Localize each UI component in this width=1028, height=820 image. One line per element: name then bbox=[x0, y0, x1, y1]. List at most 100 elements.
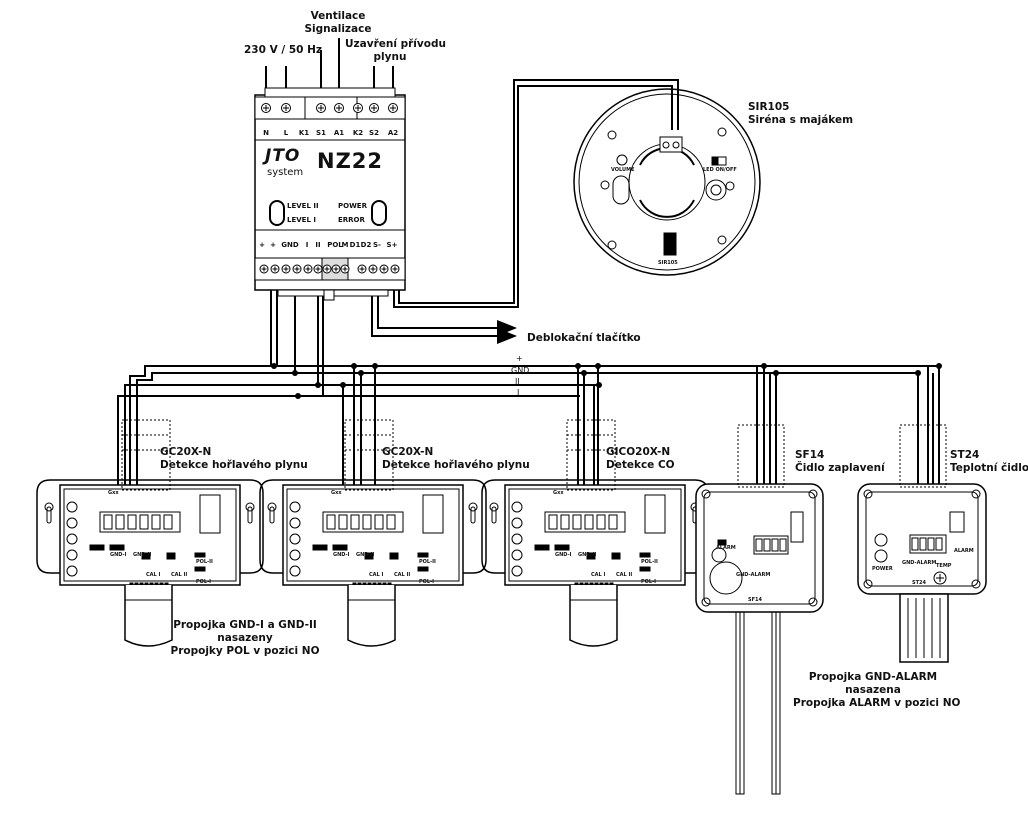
terminal-screw bbox=[303, 264, 313, 274]
terminal-screw bbox=[270, 264, 280, 274]
sensor-temp-label: TEMP bbox=[936, 563, 952, 569]
terminal-label: K2 bbox=[352, 129, 364, 137]
terminal-screw bbox=[316, 103, 326, 113]
led-level2-label: LEVEL II bbox=[287, 202, 319, 210]
board-pol2-label: POL-II bbox=[419, 559, 436, 565]
junction-dots bbox=[271, 363, 942, 399]
board-cal1-label: CAL I bbox=[591, 572, 606, 578]
board-gxx-label: Gxx bbox=[331, 490, 342, 496]
terminal-label: GND bbox=[281, 241, 299, 249]
siren-desc: Siréna s majákem bbox=[748, 114, 854, 126]
bus-label-i: I bbox=[517, 388, 520, 397]
sf14-flood-sensor bbox=[695, 424, 824, 795]
terminal-screw bbox=[331, 264, 341, 274]
terminal-label: D1 bbox=[349, 241, 361, 249]
st24-name: ST24 bbox=[950, 449, 980, 461]
det2-desc: Detekce hořlavého plynu bbox=[382, 459, 530, 471]
sensor-st24_logo-label: ST24 bbox=[912, 580, 926, 586]
controller-nz22 bbox=[254, 87, 406, 301]
board-gnd1-label: GND-I bbox=[110, 552, 127, 558]
unlock-button-label: Deblokační tlačítko bbox=[527, 332, 641, 344]
gas-detector bbox=[481, 419, 709, 647]
gas-detector bbox=[259, 419, 487, 647]
terminal-screw bbox=[353, 103, 363, 113]
sf14-name: SF14 bbox=[795, 449, 825, 461]
sensor-alarm-label: ALARM bbox=[954, 548, 974, 554]
board-pol1-label: POL-I bbox=[419, 579, 435, 585]
note2-line3: Propojka ALARM v pozici NO bbox=[793, 697, 961, 709]
det3-desc: Detekce CO bbox=[606, 459, 675, 471]
bus-label-plus: + bbox=[516, 354, 523, 363]
gas-detector bbox=[36, 419, 264, 647]
terminal-screw bbox=[369, 103, 379, 113]
power-input-label: 230 V / 50 Hz bbox=[244, 44, 323, 56]
terminal-label: D2 bbox=[360, 241, 372, 249]
terminal-screw bbox=[334, 103, 344, 113]
bus-lines bbox=[273, 365, 939, 397]
terminal-label: II bbox=[315, 241, 321, 249]
terminal-screw bbox=[379, 264, 389, 274]
st24-desc: Teplotní čidlo bbox=[950, 462, 1028, 474]
board-cal2-label: CAL II bbox=[616, 572, 633, 578]
model-nz22: NZ22 bbox=[317, 149, 384, 173]
terminal-screw bbox=[261, 103, 271, 113]
sf14-desc: Čidlo zaplavení bbox=[795, 462, 885, 474]
det2-name: GC20X-N bbox=[382, 446, 434, 458]
signaling-label: Signalizace bbox=[304, 23, 372, 35]
terminal-label: I bbox=[305, 241, 309, 249]
siren-wires bbox=[393, 79, 679, 308]
terminal-label: N bbox=[263, 129, 269, 137]
brand-jto: JTO bbox=[265, 146, 301, 166]
led-left bbox=[269, 200, 285, 226]
board-gnd2-label: GND-II bbox=[578, 552, 597, 558]
siren-volume-label: VOLUME bbox=[611, 167, 635, 173]
board-gnd1-label: GND-I bbox=[333, 552, 350, 558]
board-gxx-label: Gxx bbox=[553, 490, 564, 496]
terminal-label: M bbox=[341, 241, 349, 249]
terminal-label: S1 bbox=[316, 129, 326, 137]
sensor-power-label: POWER bbox=[872, 566, 893, 572]
bus-label-ii: II bbox=[515, 377, 520, 386]
terminal-screw bbox=[388, 103, 398, 113]
terminal-screw bbox=[322, 264, 332, 274]
note1-line3: Propojky POL v pozici NO bbox=[170, 645, 320, 657]
terminal-label: S- bbox=[373, 241, 381, 249]
bus-label-gnd: GND bbox=[511, 366, 530, 375]
board-cal2-label: CAL II bbox=[394, 572, 411, 578]
siren-name: SIR105 bbox=[748, 101, 790, 113]
board-pol1-label: POL-I bbox=[196, 579, 212, 585]
siren-led-switch-label: LED ON/OFF bbox=[703, 167, 737, 173]
gas-shutoff-label-2: plynu bbox=[373, 51, 407, 63]
terminal-screw bbox=[390, 264, 400, 274]
note2-line1: Propojka GND-ALARM bbox=[808, 671, 938, 683]
board-cal2-label: CAL II bbox=[171, 572, 188, 578]
terminal-label: S2 bbox=[369, 129, 379, 137]
sensor-gnd_alarm-label: GND-ALARM bbox=[902, 560, 937, 566]
sensor-sf14_logo-label: SF14 bbox=[748, 597, 762, 603]
sensor-alarm-label: ALARM bbox=[716, 545, 736, 551]
terminal-screw bbox=[357, 264, 367, 274]
terminal-label: A1 bbox=[333, 129, 345, 137]
board-gnd2-label: GND-II bbox=[133, 552, 152, 558]
bottom-terminal-screws bbox=[259, 264, 400, 274]
led-power-label: POWER bbox=[338, 202, 367, 210]
terminal-label: L bbox=[283, 129, 289, 137]
terminal-label: K1 bbox=[298, 129, 310, 137]
terminal-label: POL bbox=[327, 241, 343, 249]
note1-line2: nasazeny bbox=[217, 632, 273, 644]
board-pol2-label: POL-II bbox=[641, 559, 658, 565]
board-gxx-label: Gxx bbox=[108, 490, 119, 496]
terminal-screw bbox=[281, 103, 291, 113]
terminal-screw bbox=[281, 264, 291, 274]
top-terminal-screws bbox=[261, 103, 398, 113]
sensor-gnd_alarm-label: GND-ALARM bbox=[736, 572, 771, 578]
terminal-screw bbox=[340, 264, 350, 274]
gas-shutoff-label-1: Uzavření přívodu bbox=[345, 38, 446, 50]
controller-risers bbox=[270, 280, 324, 396]
terminal-label: S+ bbox=[386, 241, 398, 249]
board-cal1-label: CAL I bbox=[369, 572, 384, 578]
det1-name: GC20X-N bbox=[160, 446, 212, 458]
terminal-label: A2 bbox=[387, 129, 399, 137]
